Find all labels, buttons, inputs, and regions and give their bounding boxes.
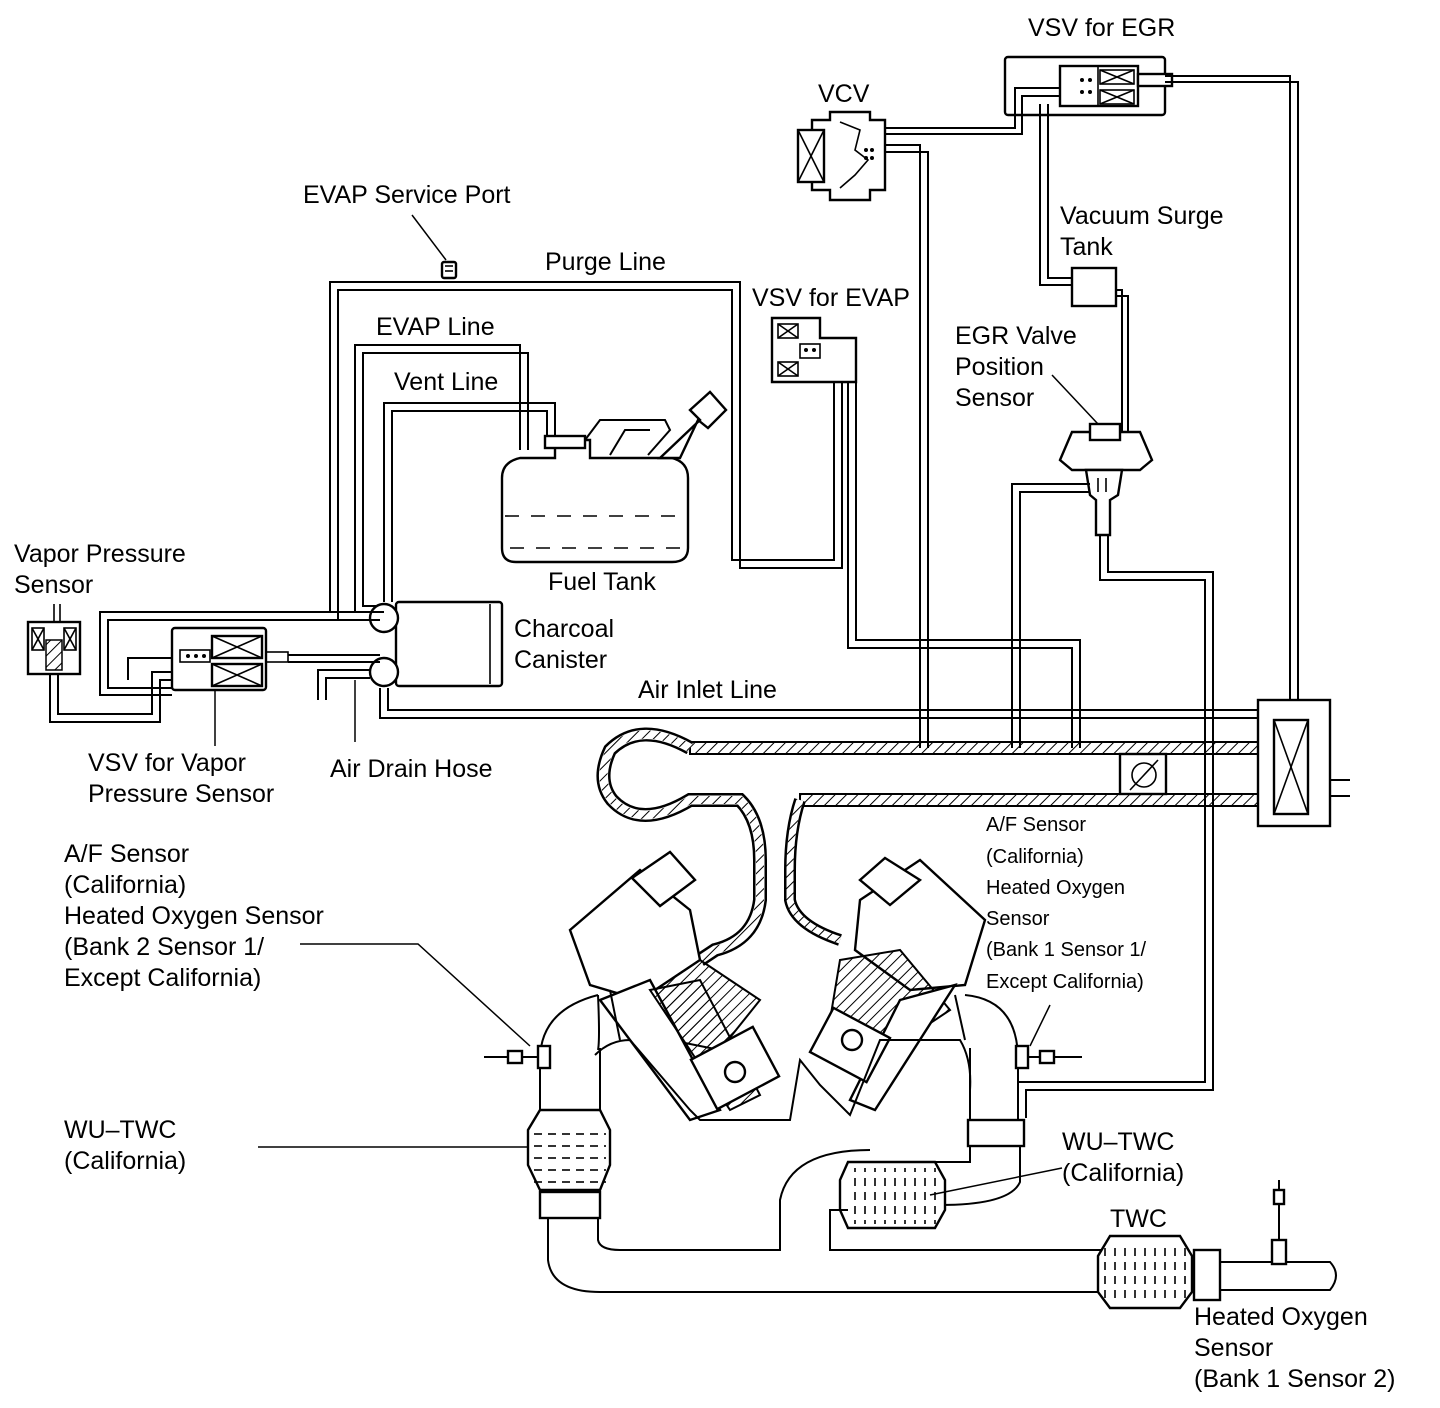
air-drain-hose-inner	[325, 677, 370, 700]
label-wu-twc-left-1: WU–TWC	[64, 1116, 176, 1144]
throttle-body	[1118, 752, 1168, 796]
label-charcoal-canister-2: Canister	[514, 646, 607, 674]
label-purge-line: Purge Line	[545, 248, 666, 276]
purge-line	[329, 281, 856, 613]
right-exhaust-flange	[966, 1118, 1026, 1148]
label-vent-line: Vent Line	[394, 368, 498, 396]
label-vapor-pressure-sensor-1: Vapor Pressure	[14, 540, 186, 568]
vcv-valve	[796, 110, 887, 202]
vacuum-surge-tank	[1070, 266, 1118, 308]
charcoal-canister	[368, 600, 504, 688]
vapor-sensor-hose	[49, 674, 172, 723]
label-air-inlet-line: Air Inlet Line	[638, 676, 777, 704]
label-vacuum-surge-tank-2: Tank	[1060, 233, 1113, 261]
label-vsv-vapor-1: VSV for Vapor	[88, 749, 246, 777]
af-sensor-right	[1014, 1044, 1082, 1070]
intake-manifold	[596, 727, 1261, 966]
label-af-left-2: (California)	[64, 871, 186, 899]
purge-line-inner	[337, 289, 846, 621]
label-af-right-6: Except California)	[986, 971, 1144, 993]
vsv-vapor-loop	[99, 611, 384, 696]
label-air-drain-hose: Air Drain Hose	[330, 755, 493, 783]
egr-pipe-right-inner	[1025, 535, 1214, 1118]
label-af-right-4: Sensor	[986, 908, 1050, 930]
label-wu-twc-left-2: (California)	[64, 1147, 186, 1175]
egr-valve-position-sensor	[1058, 422, 1154, 537]
af-right-leader	[1029, 1004, 1051, 1047]
air-inlet-line-inner	[387, 688, 1262, 711]
vsv-vapor-pressure-sensor-valve	[170, 626, 289, 692]
label-evap-line: EVAP Line	[376, 313, 495, 341]
egr-pipe-left-inner	[1019, 491, 1090, 748]
label-wu-twc-right-2: (California)	[1062, 1159, 1184, 1187]
vacuum-hoses	[885, 75, 1299, 748]
label-ho2s-1: Heated Oxygen	[1194, 1303, 1368, 1331]
air-drain-hose	[317, 669, 370, 700]
af-sensor-left	[484, 1044, 552, 1070]
evap-vsv-to-intake	[847, 382, 1073, 748]
label-vsv-egr: VSV for EGR	[1028, 14, 1175, 42]
egr-pipe-left	[1011, 483, 1090, 748]
label-twc: TWC	[1110, 1205, 1167, 1233]
af-left-leader	[300, 943, 531, 1047]
label-vsv-evap: VSV for EVAP	[752, 284, 910, 312]
engine-v6	[568, 850, 987, 1122]
label-af-left-4: (Bank 2 Sensor 1/	[64, 933, 264, 961]
label-wu-twc-right-1: WU–TWC	[1062, 1128, 1174, 1156]
air-inlet-line	[379, 688, 1262, 719]
label-ho2s-2: Sensor	[1194, 1334, 1273, 1362]
label-ho2s-3: (Bank 1 Sensor 2)	[1194, 1365, 1396, 1393]
vent-line-inner	[391, 410, 548, 602]
evap-service-port	[440, 260, 458, 280]
vapor-pressure-sensor	[26, 620, 82, 676]
right-exhaust-outlet	[829, 1209, 1110, 1251]
label-charcoal-canister-1: Charcoal	[514, 615, 614, 643]
wu-twc-left	[526, 1108, 612, 1220]
label-fuel-tank: Fuel Tank	[548, 568, 656, 596]
exhaust-right-bank	[964, 994, 1019, 1120]
vsv-evap-valve	[770, 316, 858, 384]
vsv-vapor-loop-inner	[107, 619, 380, 689]
label-af-right-1: A/F Sensor	[986, 814, 1086, 836]
evap-line-inner	[362, 352, 529, 607]
rear-oxygen-sensor	[1270, 1180, 1288, 1266]
exhaust-left-pipe	[547, 1218, 1100, 1293]
label-af-left-3: Heated Oxygen Sensor	[64, 902, 324, 930]
label-af-right-2: (California)	[986, 846, 1084, 868]
label-vapor-pressure-sensor-2: Sensor	[14, 571, 93, 599]
wu-twc-right-leader	[929, 1167, 1063, 1196]
label-af-left-1: A/F Sensor	[64, 840, 189, 868]
wu-twc-right	[838, 1160, 947, 1230]
right-exhaust-pipe-2	[939, 1146, 1021, 1206]
label-af-right-3: Heated Oxygen	[986, 877, 1125, 899]
vsv-egr-valve	[1003, 55, 1174, 117]
label-vsv-vapor-2: Pressure Sensor	[88, 780, 274, 808]
right-exhaust-pipe	[870, 1146, 971, 1163]
vent-line	[383, 402, 556, 602]
label-egr-valve-3: Sensor	[955, 384, 1034, 412]
egr-valve-leader	[1051, 374, 1099, 425]
air-flow-meter	[1256, 698, 1350, 828]
twc-main	[1096, 1234, 1337, 1310]
vsv-vapor-lower	[127, 657, 172, 680]
label-evap-service-port: EVAP Service Port	[303, 181, 511, 209]
label-egr-valve-2: Position	[955, 353, 1044, 381]
evap-service-port-leader	[411, 214, 447, 261]
label-af-left-5: Except California)	[64, 964, 261, 992]
label-vcv: VCV	[818, 80, 870, 108]
vapor-sensor-hose-inner	[57, 671, 172, 715]
evap-vsv-to-intake-inner	[855, 382, 1081, 748]
exhaust-left-pipe-inner	[597, 1149, 871, 1251]
label-egr-valve-1: EGR Valve	[955, 322, 1077, 350]
labels: VSV for EGR VCV EVAP Service Port Vacuum…	[14, 14, 1396, 1393]
fuel-tank	[500, 390, 728, 564]
label-af-right-5: (Bank 1 Sensor 1/	[986, 939, 1147, 961]
label-vacuum-surge-tank-1: Vacuum Surge	[1060, 202, 1224, 230]
